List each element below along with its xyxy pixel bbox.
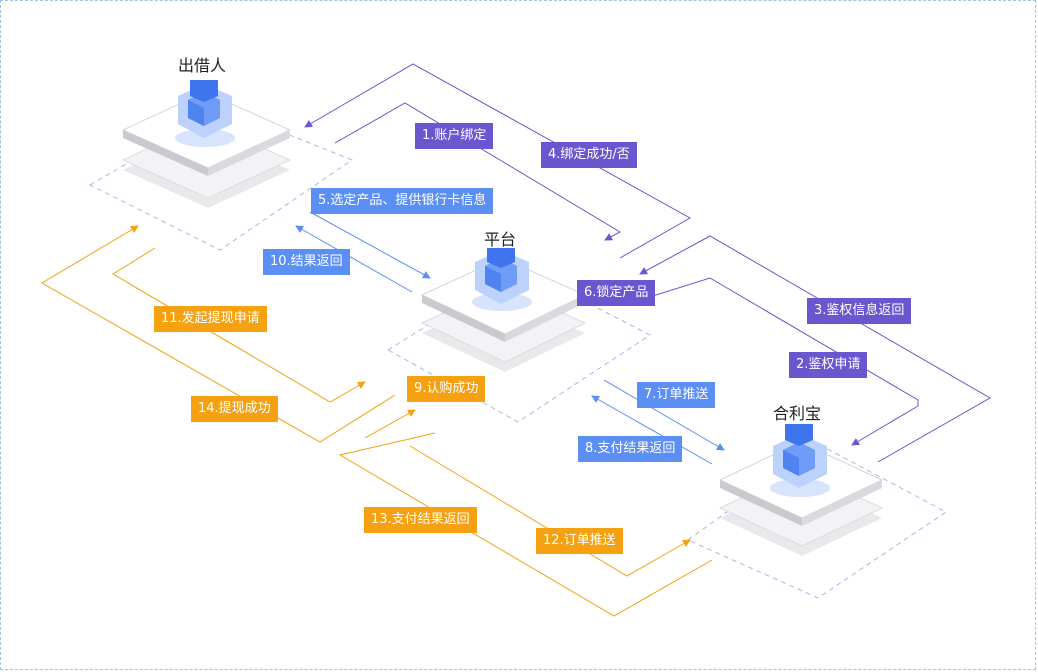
partner-cube-icon	[770, 424, 830, 497]
arrow-to-platform-from-partner	[364, 409, 416, 439]
arrow-binding-result	[304, 63, 692, 259]
node-lender-title: 出借人	[178, 56, 227, 75]
step-11-label: 11.发起提现申请	[154, 306, 267, 332]
step-13-label: 13.支付结果返回	[364, 507, 477, 533]
arrow-withdraw-success	[41, 225, 396, 443]
node-platform-title: 平台	[484, 230, 517, 249]
arrow-payment-result	[591, 395, 713, 465]
platform-cube-icon	[472, 248, 532, 311]
node-partner-title: 合利宝	[773, 404, 822, 423]
step-5-label: 5.选定产品、提供银行卡信息	[311, 188, 494, 214]
lender-cube-icon	[175, 80, 235, 147]
step-6-label: 6.锁定产品	[577, 280, 656, 306]
arrow-order-push	[603, 379, 725, 451]
step-7-label: 7.订单推送	[637, 382, 716, 408]
arrow-auth-request	[639, 277, 919, 446]
arrow-order-push-2	[409, 445, 691, 577]
step-1-label: 1.账户绑定	[415, 123, 494, 149]
step-4-label: 4.绑定成功/否	[541, 142, 637, 168]
arrow-account-binding	[334, 102, 622, 241]
arrow-lock-product	[639, 235, 992, 463]
step-3-label: 3.鉴权信息返回	[807, 298, 912, 324]
arrow-select-product	[309, 211, 431, 279]
step-9-label: 9.认购成功	[407, 376, 486, 402]
step-2-label: 2.鉴权申请	[789, 352, 868, 378]
step-14-label: 14.提现成功	[191, 396, 278, 422]
step-8-label: 8.支付结果返回	[578, 436, 683, 462]
step-10-label: 10.结果返回	[263, 249, 350, 275]
arrow-withdraw-request	[112, 247, 366, 403]
arrow-subscribe-success	[338, 432, 713, 617]
step-12-label: 12.订单推送	[536, 528, 623, 554]
arrow-result-return	[295, 225, 413, 293]
